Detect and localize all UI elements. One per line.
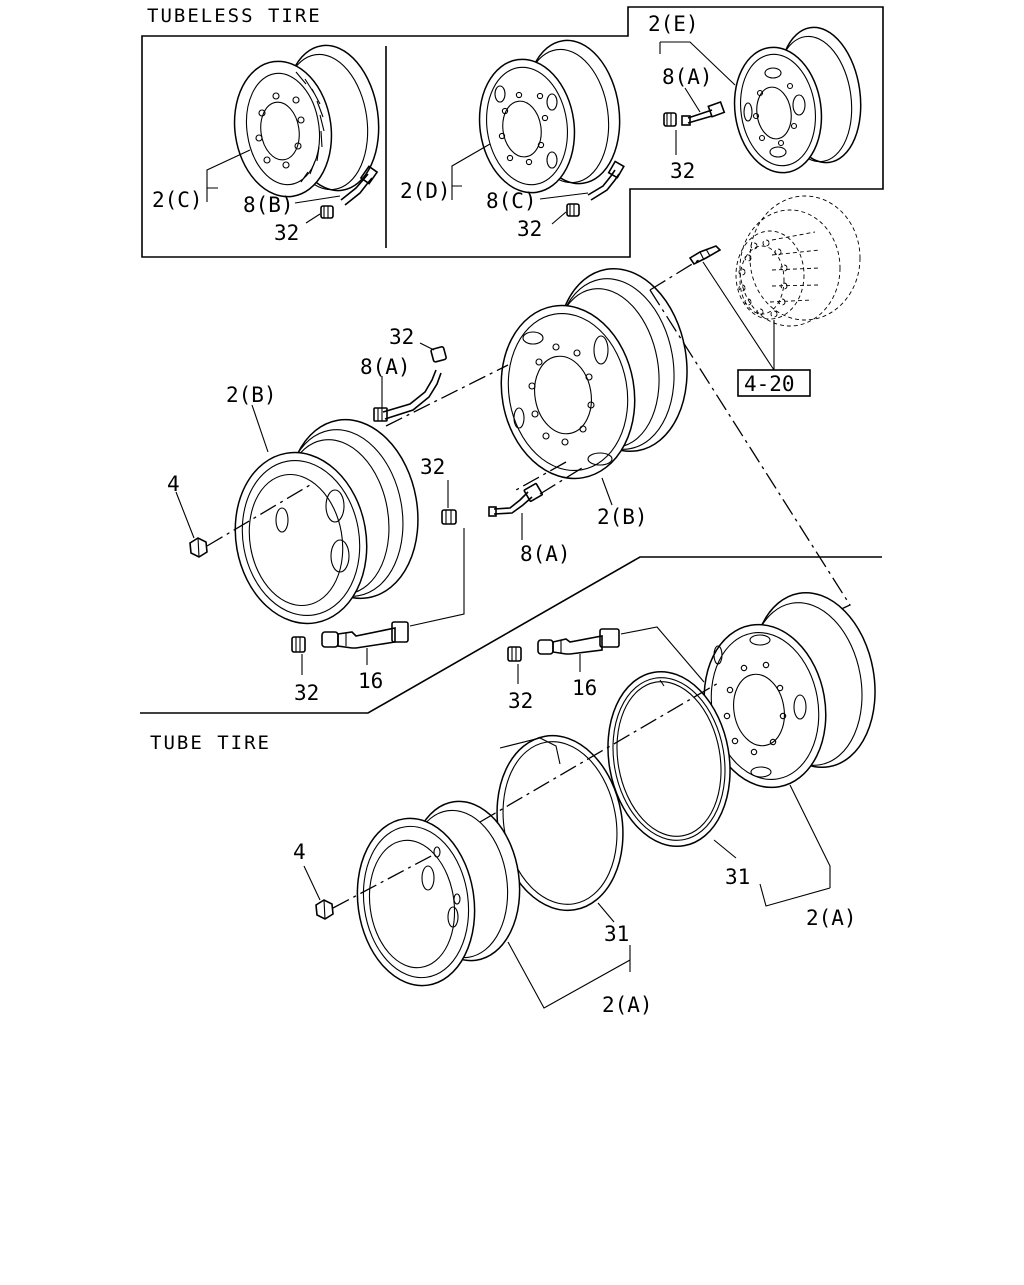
label-8a-inset: 8(A) — [662, 65, 713, 89]
label-32-lower: 32 — [294, 681, 319, 705]
section-divider — [140, 556, 882, 714]
label-32-d: 32 — [517, 217, 542, 241]
inset-valve-8b — [340, 165, 379, 206]
inset-wheel-2e — [733, 26, 862, 174]
section-title-tubeless: TUBELESS TIRE — [147, 5, 322, 27]
label-31-rear: 31 — [725, 865, 750, 889]
label-2b-inner: 2(B) — [597, 505, 648, 529]
label-4-tubeless: 4 — [167, 472, 180, 496]
label-32-upper: 32 — [389, 325, 414, 349]
inset-cap-32-c — [320, 205, 334, 219]
tubeless-outer-wheel-2b — [234, 418, 419, 625]
label-8a-upper: 8(A) — [360, 355, 411, 379]
label-32-e: 32 — [670, 159, 695, 183]
tube-nut-4 — [315, 899, 334, 920]
label-16-tube: 16 — [572, 676, 597, 700]
inset-valve-8c — [587, 160, 625, 201]
tubeless-extension-16 — [321, 621, 409, 649]
tubeless-valve-mid-8a — [488, 482, 543, 517]
section-title-tube: TUBE TIRE — [150, 732, 271, 754]
label-2b-outer: 2(B) — [226, 383, 277, 407]
label-2d: 2(D) — [400, 179, 451, 203]
tube-rear-ring-31 — [607, 670, 731, 848]
tubeless-cap-lower-32 — [291, 636, 306, 653]
label-4-20: 4-20 — [744, 372, 795, 396]
inset-cap-32-e — [663, 112, 677, 127]
label-8c: 8(C) — [486, 189, 537, 213]
label-8a-mid: 8(A) — [520, 542, 571, 566]
label-16-tubeless: 16 — [358, 669, 383, 693]
inset-wheel-2c — [233, 44, 380, 198]
tubeless-valve-upper-8a — [373, 369, 442, 422]
hub-assembly — [735, 195, 861, 327]
inset-valve-8a — [681, 100, 726, 126]
tubeless-cap-upper-32 — [430, 346, 447, 363]
tube-extension-16 — [537, 628, 620, 655]
tube-front-wheel-2a — [356, 800, 521, 987]
inset-cap-32-d — [566, 203, 580, 217]
label-2a-front: 2(A) — [602, 993, 653, 1017]
label-4-tube: 4 — [293, 840, 306, 864]
inset-wheel-2d — [478, 39, 621, 194]
tubeless-nut-4 — [189, 537, 208, 558]
tubeless-cap-mid-32 — [441, 509, 457, 525]
tubeless-frame — [141, 6, 884, 258]
tube-cap-32 — [507, 646, 522, 662]
label-2e: 2(E) — [648, 12, 699, 36]
label-31-front: 31 — [604, 922, 629, 946]
label-2a-rear: 2(A) — [806, 906, 857, 930]
tube-rear-wheel-2a — [703, 591, 876, 789]
tubeless-inner-wheel-2b — [500, 267, 688, 480]
label-32-c: 32 — [274, 221, 299, 245]
label-8b: 8(B) — [243, 193, 294, 217]
label-32-tube: 32 — [508, 689, 533, 713]
hub-stud — [688, 245, 722, 266]
label-32-mid: 32 — [420, 455, 445, 479]
label-2c: 2(C) — [152, 188, 203, 212]
